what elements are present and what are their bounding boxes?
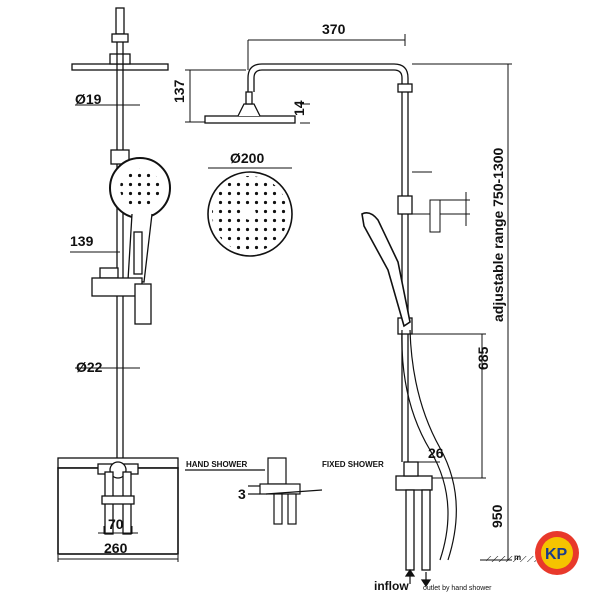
mark-m: m — [514, 553, 521, 562]
hand-shower-outlet-detail — [185, 457, 323, 525]
dim-reach-139: 139 — [70, 233, 94, 249]
dim-width-260: 260 — [104, 540, 128, 556]
brand-logo: KP — [535, 531, 579, 575]
head-side-view — [204, 91, 296, 124]
dim-diam-19: Ø19 — [75, 91, 102, 107]
svg-text:KP: KP — [545, 546, 568, 563]
dim-diam-200: Ø200 — [230, 150, 264, 166]
dim-height-685: 685 — [475, 346, 491, 370]
label-hand-shower: HAND SHOWER — [186, 460, 248, 469]
head-top-view — [207, 167, 293, 257]
overhead-shower-head — [71, 63, 169, 71]
hand-shower-side — [361, 212, 411, 328]
dim-height-950: 950 — [489, 504, 505, 528]
dim-thick-14: 14 — [291, 100, 307, 116]
dim-diam-22: Ø22 — [76, 359, 103, 375]
dim-outlet-26: 26 — [428, 445, 444, 461]
dim-spacing-70: 70 — [108, 516, 124, 532]
label-fixed-shower: FIXED SHOWER — [322, 460, 384, 469]
side-view — [247, 63, 457, 571]
dim-width-370: 370 — [322, 21, 346, 37]
label-inflow: inflow — [374, 579, 409, 593]
label-outlet-hand-shower: outlet by hand shower — [423, 585, 492, 592]
front-view — [57, 7, 179, 555]
dim-adjustable-range: adjustable range 750-1300 — [490, 147, 506, 322]
dim-height-137: 137 — [171, 79, 187, 103]
top-cap — [115, 7, 125, 35]
dim-gap-3: 3 — [238, 486, 246, 502]
